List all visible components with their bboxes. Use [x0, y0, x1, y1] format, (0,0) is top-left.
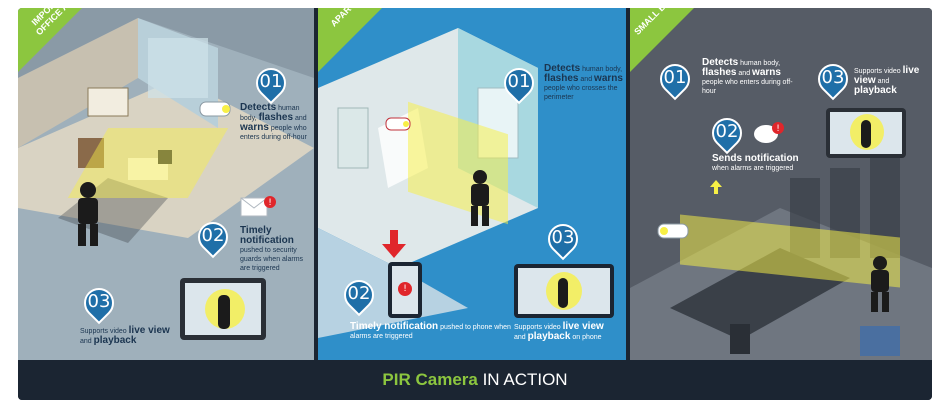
step-number: 03 [87, 291, 111, 312]
office-scene [18, 18, 314, 360]
feature-text: Detects human body, flashes and warns pe… [702, 57, 793, 96]
feature-text: Supports video live view and playback [80, 325, 170, 346]
feature-text: Detects human body, flashes and warns pe… [240, 102, 307, 142]
corner-ribbon [318, 8, 382, 72]
corner-ribbon [18, 8, 82, 72]
intruder-figure [871, 256, 889, 312]
panel-small-business: SMALL BUSINESS 01 Detects human body, fl… [630, 8, 932, 360]
camera-icon [199, 101, 231, 117]
feature-text: Timely notification pushed to phone when… [350, 321, 511, 341]
infographic-frame: IMPORTANT OFFICE AREA 01 Detects human b… [18, 8, 932, 400]
panel-divider [626, 8, 630, 360]
monitor-playback [180, 278, 266, 340]
step-number: 01 [507, 71, 531, 92]
step-number: 02 [347, 283, 371, 304]
panel-divider [314, 8, 318, 360]
corner-ribbon [630, 8, 694, 72]
feature-text: Supports video live view and playback [854, 65, 920, 96]
phone-notification: ! [388, 262, 422, 318]
step-number: 01 [663, 67, 687, 88]
tablet-playback [514, 264, 614, 318]
camera-icon [657, 223, 689, 239]
step-number: 01 [259, 71, 283, 92]
chat-alert-icon: ! [754, 122, 784, 143]
panel-apartment: APARTMENT 01 Detects human body, flashes… [318, 8, 626, 360]
feature-text: Supports video live view and playback on… [514, 321, 604, 342]
footer-title: PIR Camera IN ACTION [18, 360, 932, 400]
footer-accent: PIR Camera [382, 370, 478, 389]
intruder-figure [471, 170, 489, 226]
up-arrow-icon [710, 180, 722, 194]
down-arrow-icon [382, 230, 406, 258]
svg-text:!: ! [268, 198, 272, 208]
step-number: 03 [821, 67, 845, 88]
monitor-playback [826, 108, 906, 158]
step-number: 02 [201, 225, 225, 246]
svg-text:!: ! [776, 124, 780, 134]
panel-office: IMPORTANT OFFICE AREA 01 Detects human b… [18, 8, 314, 360]
camera-icon [385, 117, 411, 131]
step-number: 03 [551, 227, 575, 248]
intruder-figure [78, 182, 98, 246]
step-number: 02 [715, 121, 739, 142]
footer-rest: IN ACTION [477, 370, 568, 389]
envelope-icon: ! [240, 196, 276, 217]
feature-text: Detects human body, flashes and warns pe… [544, 63, 623, 102]
